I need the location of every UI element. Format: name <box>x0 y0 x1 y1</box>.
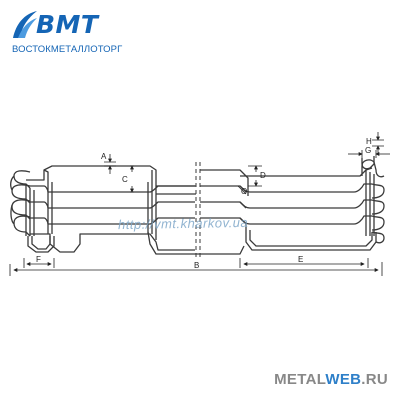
logo-subtitle: ВОСТОКМЕТАЛЛОТОРГ <box>12 44 123 55</box>
dim-label-b: B <box>194 261 199 270</box>
dim-label-f: F <box>36 255 41 264</box>
logo-swoosh-icon <box>13 11 37 38</box>
right-section <box>239 156 385 251</box>
site-prefix: METAL <box>274 371 326 388</box>
dim-label-d: D <box>260 171 266 180</box>
dim-label-a: A <box>101 152 107 161</box>
company-logo: BMT ВОСТОКМЕТАЛЛОТОРГ <box>10 8 123 56</box>
dim-label-c: C <box>122 175 128 184</box>
center-section <box>147 162 249 258</box>
dim-label-h: H <box>366 137 372 146</box>
dim-label-e: E <box>298 255 303 264</box>
left-section <box>25 165 195 253</box>
logo-title: BMT <box>36 10 99 39</box>
site-suffix: .RU <box>361 371 388 388</box>
left-hooks <box>10 170 31 237</box>
site-accent: WEB <box>325 371 362 388</box>
site-watermark: METALWEB.RU <box>274 371 388 388</box>
watermark-url: http://vmt.kharkov.ua <box>117 214 249 233</box>
dim-label-g: G <box>365 146 371 155</box>
dim-label-o: O <box>241 187 247 196</box>
